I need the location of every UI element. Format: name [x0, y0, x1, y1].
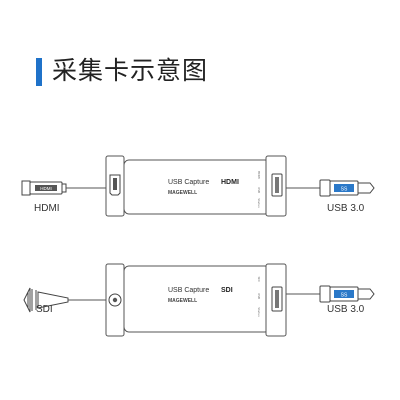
usb3-cable-icon: SS [319, 285, 375, 303]
input-label-sdi: SDI [36, 304, 53, 315]
device-name: USB Capture [168, 179, 209, 186]
svg-text:USB: USB [257, 187, 261, 193]
brand-label: MAGEWELL [168, 190, 197, 196]
brand-label: MAGEWELL [168, 298, 197, 304]
device-model: SDI [221, 287, 233, 294]
usb3-cable-icon: SS [319, 179, 375, 197]
svg-text:SS: SS [341, 187, 348, 193]
page-title: 采集卡示意图 [52, 56, 209, 85]
input-label-hdmi: HDMI [34, 203, 60, 214]
hdmi-cable-icon: HDMI [21, 180, 67, 196]
capture-device-body [123, 159, 271, 215]
svg-text:HDMI: HDMI [257, 171, 261, 179]
svg-text:SDI: SDI [257, 276, 261, 281]
svg-text:HDMI: HDMI [40, 186, 52, 191]
title-accent-bar [36, 58, 42, 86]
row-sdi: SDI SDI USB Status SS [23, 263, 375, 337]
output-label-usb3: USB 3.0 [327, 304, 365, 315]
sdi-cable-icon [23, 287, 69, 313]
device-model: HDMI [221, 179, 239, 186]
svg-text:Status: Status [257, 198, 261, 208]
device-name: USB Capture [168, 287, 209, 294]
svg-text:USB: USB [257, 293, 261, 299]
output-label-usb3: USB 3.0 [327, 203, 365, 214]
svg-text:Status: Status [257, 307, 261, 317]
row-hdmi: HDMI HDMI HDMI USB Status SS [21, 155, 375, 217]
svg-text:SS: SS [341, 293, 348, 299]
